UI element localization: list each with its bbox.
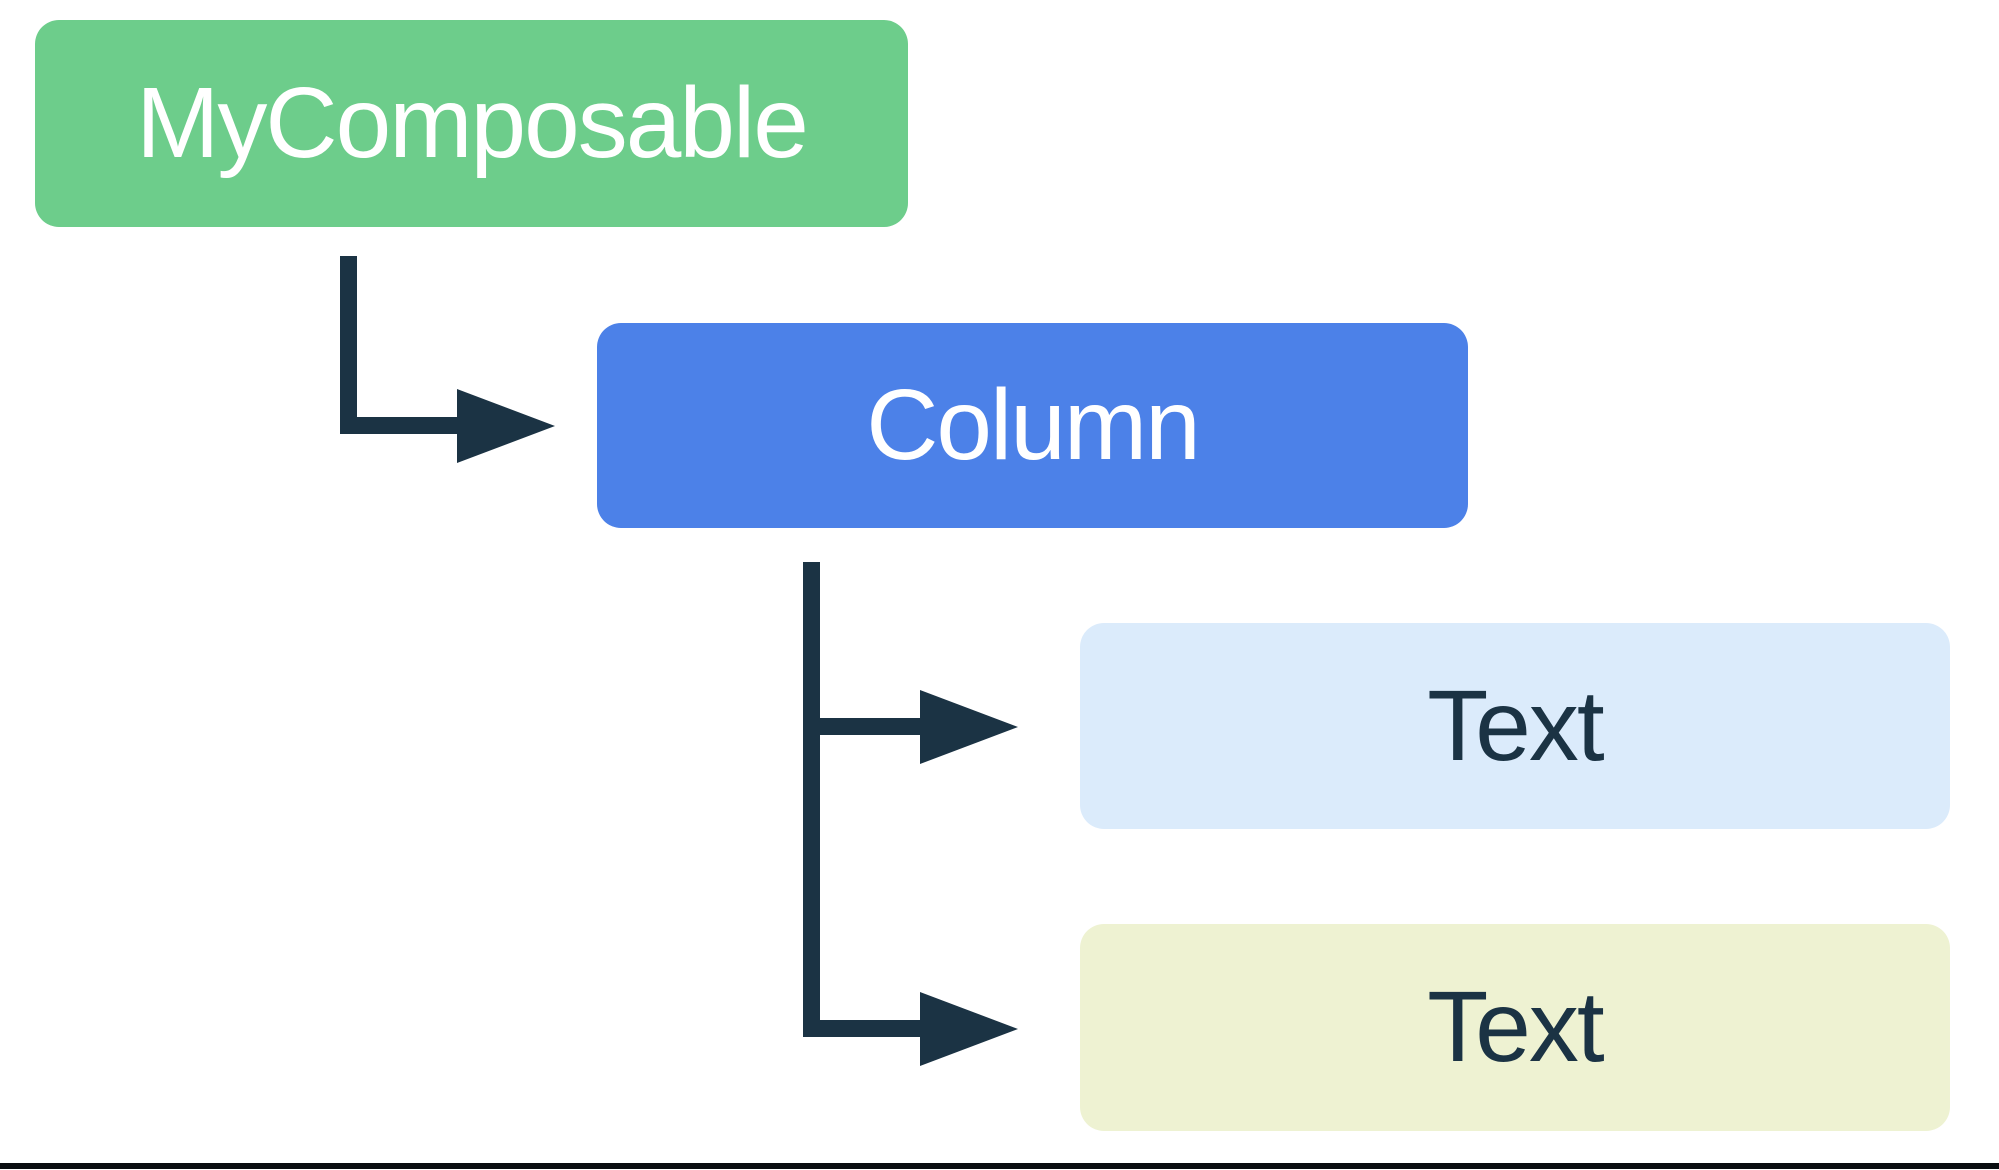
node-my-composable: MyComposable [35, 20, 908, 227]
edge-column-text2-arrow-head [920, 992, 1018, 1066]
node-column-label: Column [866, 369, 1201, 481]
edge-column-text1-arrow-head [920, 690, 1018, 764]
node-text-1: Text [1080, 623, 1950, 829]
node-text-2: Text [1080, 924, 1950, 1131]
node-my-composable-label: MyComposable [136, 67, 809, 179]
edge-column-text1-horizontal-line [803, 718, 923, 735]
edge-mycomposable-column-horizontal-line [340, 417, 460, 434]
node-column: Column [597, 323, 1468, 528]
edge-column-children-trunk-line [803, 562, 820, 1037]
bottom-border-line [0, 1163, 1999, 1169]
edge-mycomposable-column-arrow-head [457, 389, 555, 463]
edge-mycomposable-column-vertical-line [340, 256, 357, 434]
edge-column-text2-horizontal-line [803, 1020, 923, 1037]
node-text-2-label: Text [1427, 971, 1604, 1083]
node-text-1-label: Text [1427, 669, 1604, 782]
